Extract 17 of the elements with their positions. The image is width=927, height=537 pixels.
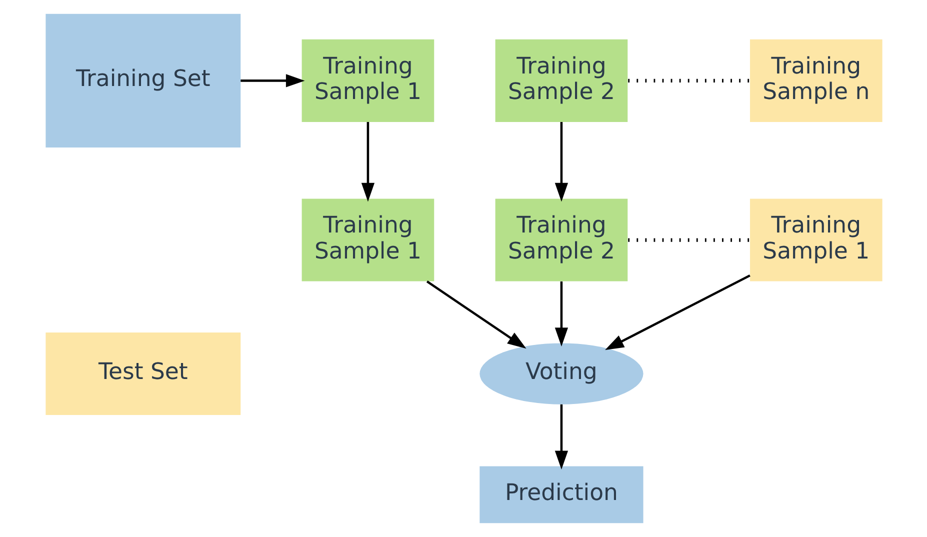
- arrow: [426, 280, 526, 349]
- node-box: Training Set: [45, 14, 240, 148]
- arrow: [240, 74, 304, 88]
- node-box: Training Sample n: [749, 39, 882, 122]
- node-box: Training Sample 2: [494, 198, 628, 282]
- arrow: [554, 404, 568, 470]
- node-ellipse: Voting: [479, 343, 643, 404]
- node-box: Prediction: [479, 466, 643, 524]
- arrow: [360, 122, 374, 202]
- arrow: [604, 274, 750, 350]
- node-box: Training Sample 1: [749, 198, 882, 282]
- node-box: Training Sample 1: [301, 39, 434, 122]
- node-box: Training Sample 1: [301, 198, 434, 282]
- arrow: [554, 122, 568, 202]
- arrow: [554, 281, 568, 346]
- node-box: Test Set: [45, 332, 240, 416]
- node-box: Training Sample 2: [494, 39, 628, 122]
